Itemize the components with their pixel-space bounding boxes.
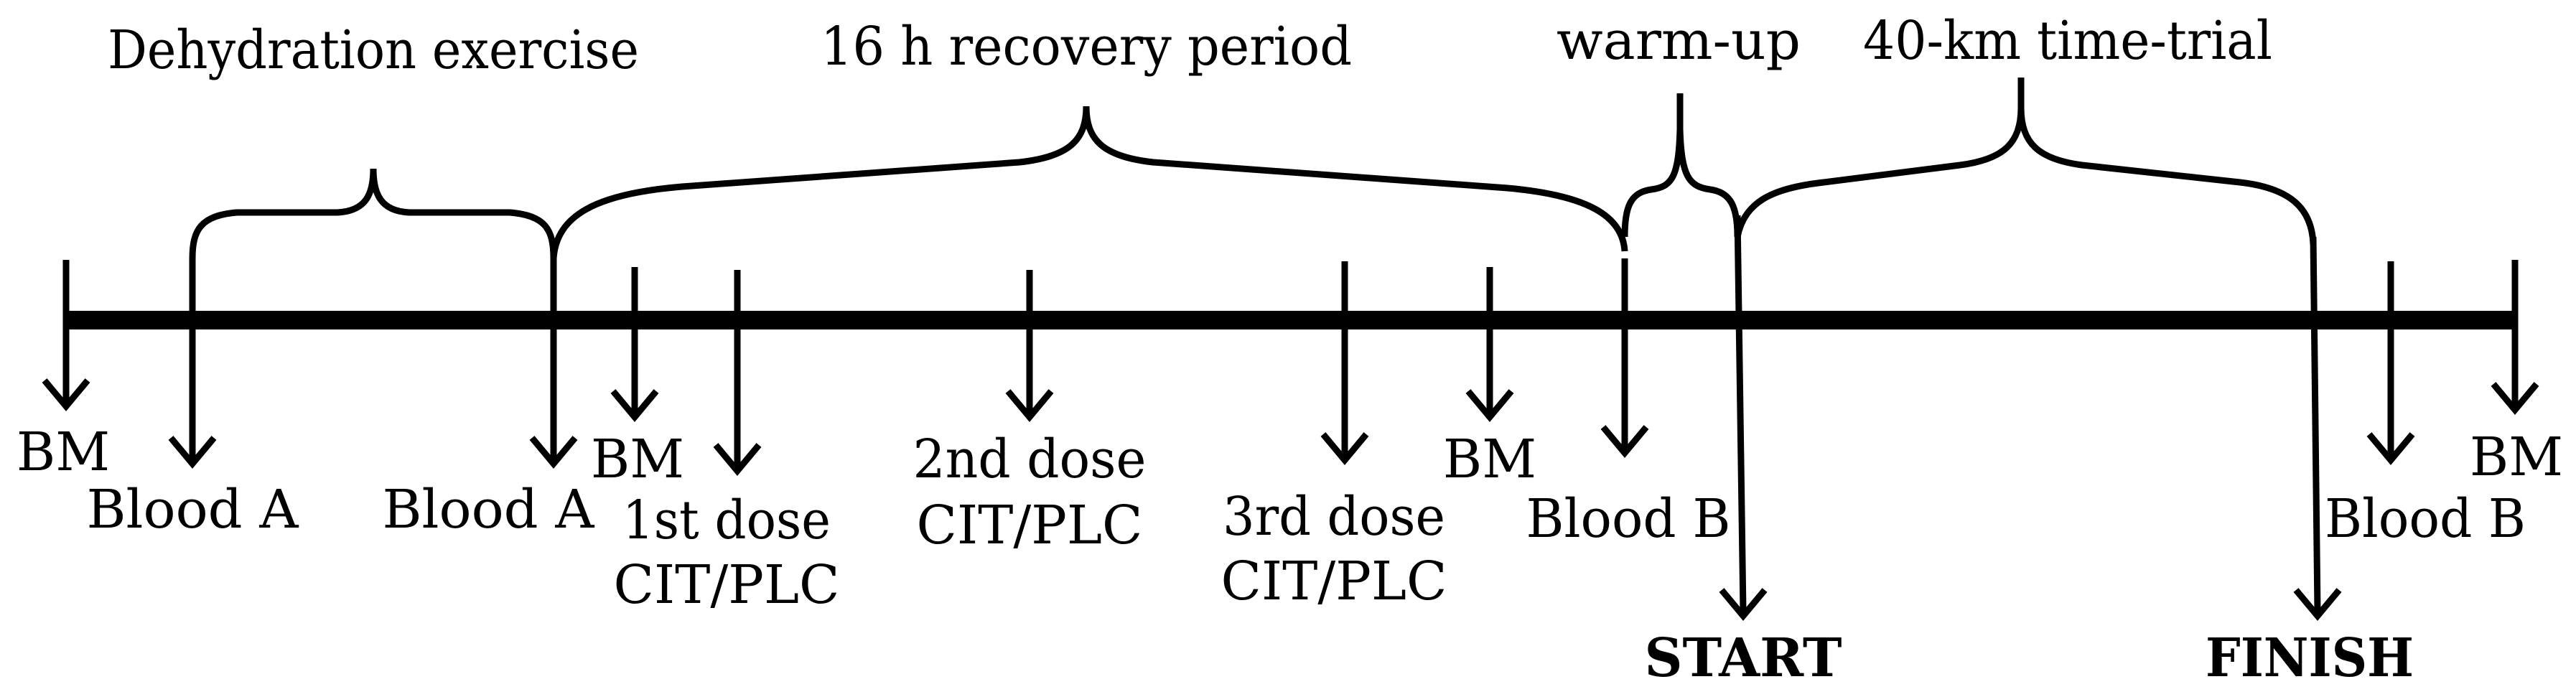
brace-dehydration (189, 168, 557, 259)
label-dehydration-exercise: Dehydration exercise (108, 19, 639, 81)
arrowhead-dose-1 (713, 443, 762, 477)
label-bm-1: BM (17, 421, 110, 483)
label-bm-3: BM (1443, 429, 1536, 490)
marker-arrows (62, 215, 2519, 612)
label-dose-3-line2: CIT/PLC (1221, 551, 1447, 612)
label-blood-b-1: Blood B (1526, 488, 1731, 550)
label-blood-a-1: Blood A (87, 479, 300, 541)
arrowhead-start (1719, 588, 1768, 622)
arrowheads (42, 378, 2539, 622)
brace-recovery (550, 106, 1628, 259)
arrowhead-blood-a-1 (168, 436, 217, 469)
label-dose-3-line1: 3rd dose (1223, 486, 1445, 548)
label-warm-up: warm-up (1557, 10, 1801, 72)
label-dose-1-line2: CIT/PLC (614, 554, 840, 616)
brace-warmup (1621, 93, 1741, 238)
arrowhead-dose-3 (1320, 432, 1369, 466)
label-recovery-period: 16 h recovery period (821, 16, 1352, 78)
label-time-trial: 40-km time-trial (1863, 10, 2272, 72)
arrowhead-dose-2 (1005, 389, 1054, 423)
arrowhead-finish (2293, 588, 2342, 622)
label-start: START (1645, 627, 1842, 689)
label-dose-2-line2: CIT/PLC (917, 495, 1143, 556)
phase-braces (189, 78, 2317, 259)
arrowhead-bm-1 (42, 378, 90, 412)
arrow-finish (2310, 236, 2321, 612)
arrowhead-bm-3 (1465, 389, 1514, 423)
arrowhead-blood-b-1 (1600, 425, 1649, 459)
arrowhead-blood-a-2 (529, 436, 578, 469)
brace-time-trial (1734, 78, 2317, 245)
label-dose-1-line1: 1st dose (622, 490, 831, 551)
label-dose-2-line1: 2nd dose (913, 429, 1147, 490)
arrowhead-blood-b-2 (2366, 432, 2415, 466)
label-blood-a-2: Blood A (383, 479, 596, 541)
label-blood-b-2: Blood B (2325, 488, 2526, 550)
label-finish: FINISH (2206, 627, 2414, 689)
label-bm-4: BM (2470, 426, 2563, 488)
label-bm-2: BM (591, 429, 684, 490)
arrowhead-bm-2 (610, 389, 659, 423)
arrow-start (1734, 215, 1747, 612)
arrowhead-bm-4 (2491, 382, 2539, 416)
